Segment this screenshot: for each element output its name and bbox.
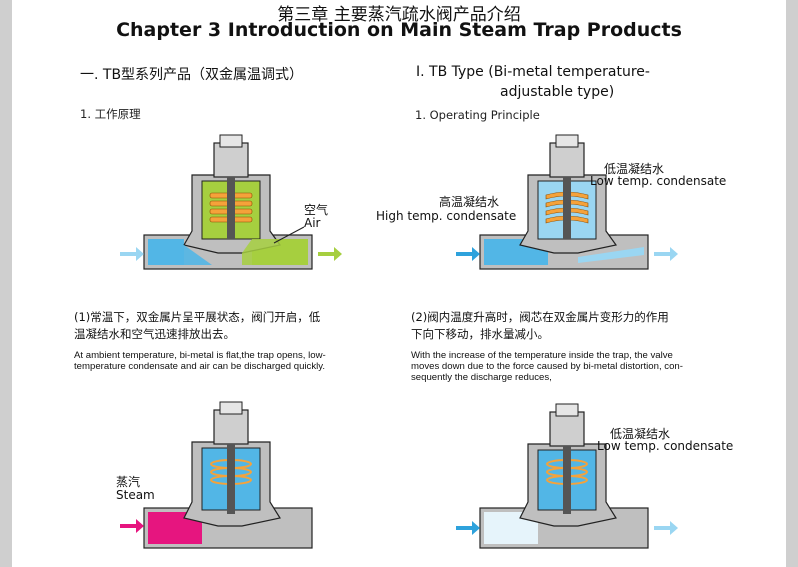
label-low-temp-cn: 低温凝结水 [604, 162, 665, 176]
description-2-en-line3: sequently the discharge reduces, [411, 372, 552, 383]
description-2-cn: (2)阀内温度升高时，阀芯在双金属片变形力的作用 下向下移动，排水量减小。 [411, 309, 751, 343]
subsection-title-cn: 1. 工作原理 [80, 107, 141, 121]
label-low-temp-2-cn: 低温凝结水 [610, 427, 671, 441]
section-title-cn: 一. TB型系列产品（双金属温调式） [80, 67, 304, 83]
trap-diagram-ambient [120, 134, 342, 270]
section-title-en: I. TB Type (Bi-metal temperature- adjust… [416, 62, 746, 102]
description-2-cn-line1: (2)阀内温度升高时，阀芯在双金属片变形力的作用 [411, 310, 669, 324]
description-2-en-line1: With the increase of the temperature ins… [411, 350, 673, 361]
section-title-en-line1: I. TB Type (Bi-metal temperature- [416, 64, 650, 80]
chapter-title-cn: 第三章 主要蒸汽疏水阀产品介绍 [277, 5, 521, 25]
document-page: 第三章 主要蒸汽疏水阀产品介绍 Chapter 3 Introduction o… [12, 0, 786, 567]
trap-diagram-high-temp [456, 134, 678, 270]
description-1-en-line1: At ambient temperature, bi-metal is flat… [74, 350, 326, 361]
description-1-cn: (1)常温下，双金属片呈平展状态，阀门开启，低 温凝结水和空气迅速排放出去。 [74, 309, 404, 343]
description-1-cn-line1: (1)常温下，双金属片呈平展状态，阀门开启，低 [74, 310, 321, 324]
chapter-title-en: Chapter 3 Introduction on Main Steam Tra… [116, 19, 682, 41]
trap-diagram-steam [120, 401, 313, 549]
label-air-cn: 空气 [304, 203, 329, 217]
air-leader-line [273, 226, 305, 244]
trap-diagram-low-temp [456, 403, 678, 549]
section-title-en-line2: adjustable type) [500, 84, 615, 100]
label-steam-cn: 蒸汽 [116, 475, 141, 489]
description-1-en: At ambient temperature, bi-metal is flat… [74, 350, 404, 372]
label-low-temp-en: Low temp. condensate [590, 174, 727, 188]
description-2-en-line2: moves down due to the force caused by bi… [411, 361, 683, 372]
description-2-en: With the increase of the temperature ins… [411, 350, 751, 383]
label-air-en: Air [304, 216, 321, 230]
description-2-cn-line2: 下向下移动，排水量减小。 [411, 327, 549, 341]
label-steam-en: Steam [116, 488, 155, 502]
label-high-temp-en: High temp. condensate [376, 209, 517, 223]
description-1-cn-line2: 温凝结水和空气迅速排放出去。 [74, 327, 235, 341]
label-high-temp-cn: 高温凝结水 [439, 195, 500, 209]
label-low-temp-2-en: Low temp. condensate [597, 439, 734, 453]
description-1-en-line2: temperature condensate and air can be di… [74, 361, 326, 372]
subsection-title-en: 1. Operating Principle [415, 108, 540, 122]
